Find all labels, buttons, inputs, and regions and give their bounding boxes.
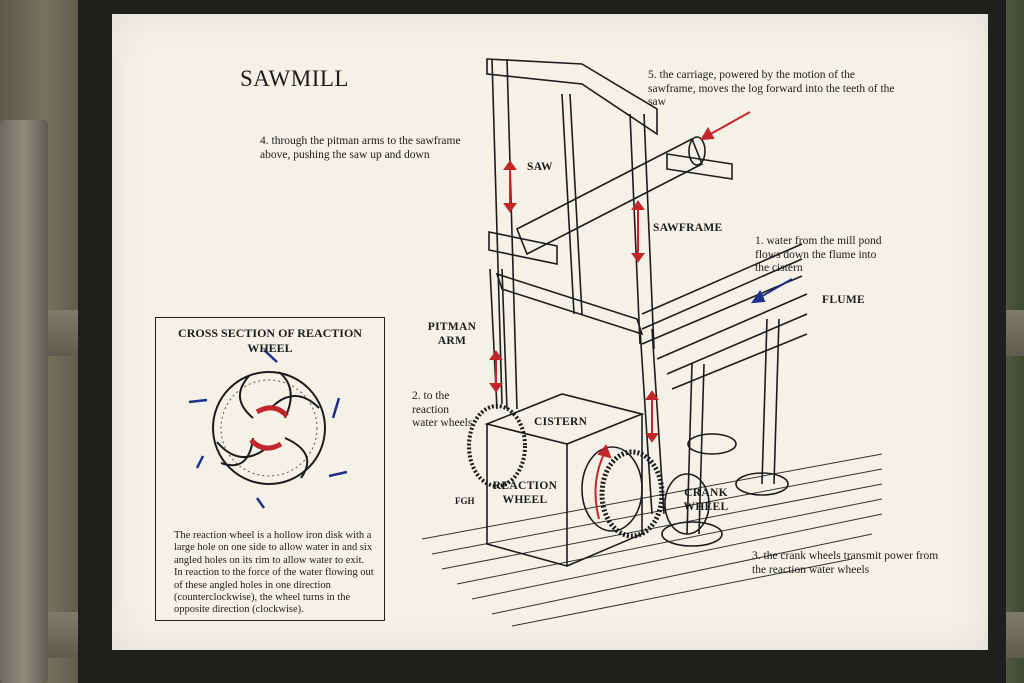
label-crank-wheel: CRANK WHEEL (683, 487, 729, 513)
cross-section-title: CROSS SECTION OF REACTION WHEEL (178, 326, 362, 355)
reaction-wheel-cross-section (188, 349, 348, 509)
sawframe-right-post (629, 113, 641, 345)
label-reaction-wheel: REACTION WHEEL (492, 480, 558, 506)
flow-arrow-blue (750, 278, 793, 304)
label-cistern: CISTERN (534, 416, 588, 428)
crank-wheel (664, 473, 710, 535)
label-sawframe: SAWFRAME (653, 222, 723, 234)
label-saw: SAW (527, 161, 553, 173)
carriage-back (666, 153, 733, 180)
reaction-wheel-near (581, 446, 643, 532)
label-flume: FLUME (822, 294, 866, 306)
sign-title: SAWMILL (240, 66, 349, 91)
flume (641, 243, 803, 315)
log (515, 137, 704, 256)
step-1-note: 1. water from the mill pond flows down t… (755, 235, 882, 274)
reaction-wheel-far (467, 404, 527, 488)
saw-blade (561, 93, 575, 315)
fence-post (0, 120, 48, 683)
label-pitman-arm: PITMAN ARM (427, 321, 477, 347)
artist-signature: FGH (455, 496, 475, 506)
sign-board: SAWMILL 4. through the pitman arms to th… (112, 14, 988, 650)
motion-arrows-red (489, 111, 751, 520)
step-5-note: 5. the carriage, powered by the motion o… (648, 69, 895, 108)
cross-section-description: The reaction wheel is a hollow iron disk… (174, 530, 374, 616)
sawframe-left-post (491, 58, 503, 405)
step-3-note: 3. the crank wheels transmit power from … (752, 550, 939, 576)
ground-hatching (421, 453, 883, 627)
cross-section-panel: CROSS SECTION OF REACTION WHEEL The reac… (155, 317, 385, 621)
step-2-note: 2. to the reaction water wheels (412, 390, 473, 429)
sawframe-top-beam (486, 58, 658, 136)
sawframe-lower-beam (495, 272, 644, 336)
sawmill-illustration (188, 58, 883, 627)
carriage-front (488, 231, 558, 265)
step-4-note: 4. through the pitman arms to the sawfra… (260, 135, 461, 161)
